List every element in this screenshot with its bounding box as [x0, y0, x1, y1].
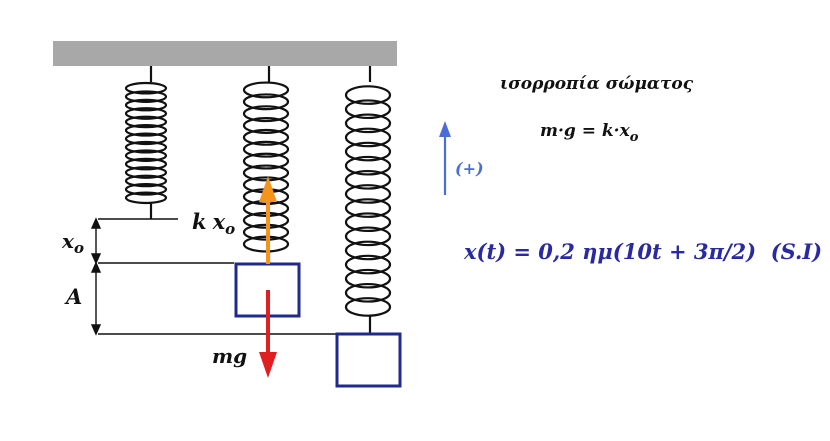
equilibrium-equation: m·g = k·xo — [540, 121, 639, 145]
spring-coil-turn — [124, 166, 168, 179]
spring-coil-turn — [344, 169, 392, 190]
weight-label: mg — [212, 344, 247, 368]
amplitude-label: A — [64, 284, 82, 309]
spring-force-arrow — [259, 176, 277, 264]
equilibrium-title: ισορροπία σώματος — [500, 74, 694, 94]
weight-arrow — [259, 290, 277, 378]
spring-coil-turn — [124, 157, 168, 171]
spring-coil-turn — [344, 268, 392, 289]
spring-coil-turn — [344, 212, 392, 233]
spring-stretched — [344, 66, 392, 333]
spring-coil-turn — [242, 164, 290, 182]
spring-coil-turn — [124, 98, 168, 112]
spring-coil-turn — [344, 226, 392, 247]
spring-coil-turn — [124, 107, 168, 120]
spring-coil-turn — [344, 184, 392, 204]
motion-equation: x(t) = 0,2 ημ(10t + 3π/2) (S.I) — [463, 239, 822, 264]
spring-coil-turn — [344, 240, 392, 261]
spring-coil-turn — [344, 198, 392, 218]
spring-coil-turn — [242, 105, 290, 123]
spring-coil-turn — [124, 183, 168, 196]
spring-coil-turn — [124, 90, 168, 103]
spring-coil-turn — [124, 115, 168, 129]
spring-coil-turn — [124, 81, 168, 95]
ceiling — [53, 41, 397, 66]
spring-coil-turn — [344, 99, 392, 120]
spring-coil-turn — [344, 155, 392, 176]
spring-coil-turn — [124, 174, 168, 188]
amplitude-dimension — [90, 261, 102, 336]
spring-coil-turn — [344, 254, 392, 275]
positive-direction-arrow — [439, 121, 451, 195]
spring-coil-turn — [124, 124, 168, 137]
spring-coil-turn — [242, 81, 290, 99]
x0-dimension — [90, 217, 102, 265]
spring-coil-turn — [344, 85, 392, 105]
spring-coil-turn — [242, 152, 290, 170]
spring-coil-turn — [124, 149, 168, 162]
spring-natural-length — [124, 66, 168, 219]
spring-coil-turn — [344, 141, 392, 162]
spring-coil-turn — [242, 140, 290, 158]
spring-coil-turn — [124, 191, 168, 205]
spring-coil-turn — [344, 113, 392, 134]
spring-coil-turn — [242, 117, 290, 134]
spring-coil-turn — [242, 128, 290, 146]
x0-label: xo — [61, 229, 84, 257]
spring-coil-turn — [344, 127, 392, 148]
positive-direction-label: (+) — [455, 159, 484, 178]
mass-block-lowest — [335, 332, 402, 388]
spring-coil-turn — [124, 132, 168, 146]
spring-coil-turn — [344, 282, 392, 303]
spring-coil-turn — [124, 140, 168, 154]
spring-coil-turn — [344, 297, 392, 317]
spring-coil-turn — [242, 93, 290, 111]
